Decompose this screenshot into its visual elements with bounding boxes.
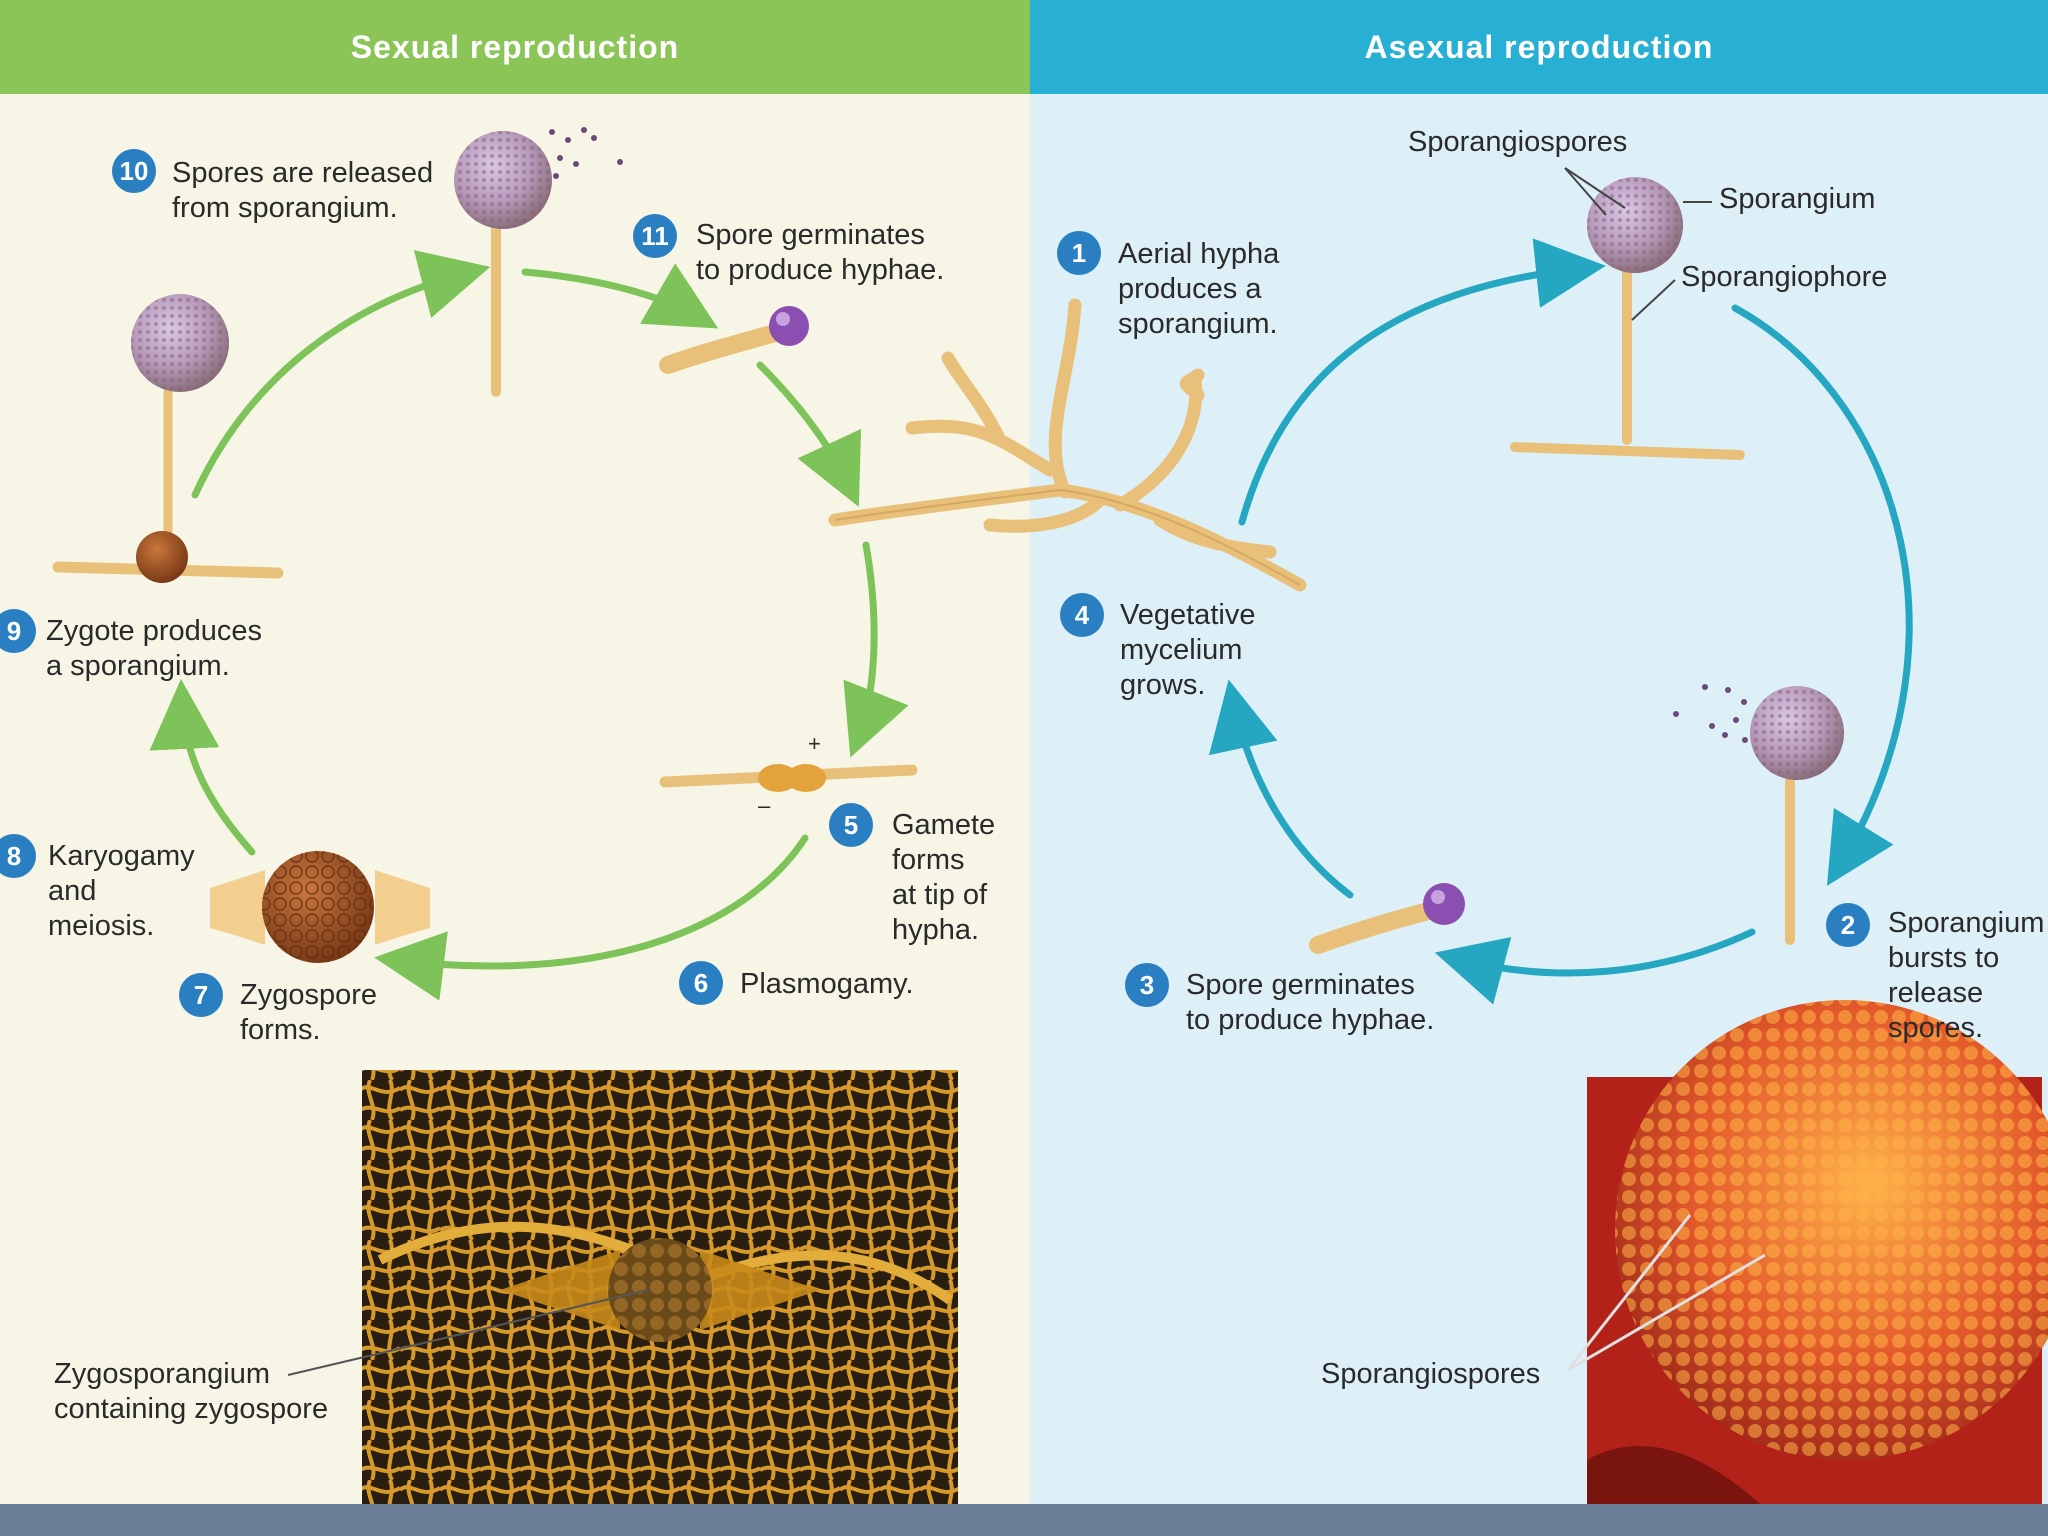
- bursting-sporangium-figure: [1673, 684, 1844, 945]
- zygosporangium-pointer: [287, 1289, 649, 1376]
- bottom-bar: [0, 1504, 2048, 1536]
- sporangiospores-pointer-b: [1567, 1253, 1766, 1372]
- sporangium-label: Sporangium: [1719, 183, 1876, 215]
- step-5-label: Gamete forms at tip of hypha.: [892, 809, 996, 946]
- step-10-label: Spores are released from sporangium.: [172, 157, 434, 224]
- minus-mating-type-label: –: [758, 793, 771, 818]
- step-7-label: Zygospore forms.: [240, 979, 378, 1046]
- sexual-reproduction-header: Sexual reproduction: [350, 29, 680, 65]
- step-3-badge: 3: [1125, 963, 1169, 1007]
- step-8-badge: 8: [0, 834, 36, 878]
- zygosporangium-label: Zygosporangium containing zygospore: [54, 1358, 329, 1425]
- step-6-badge: 6: [679, 961, 723, 1005]
- sporangium-releasing-spores-figure: [454, 127, 623, 397]
- step-3-label: Spore germinates to produce hyphae.: [1186, 969, 1435, 1036]
- gametangia-figure: [659, 764, 918, 792]
- step-1-badge: 1: [1057, 231, 1101, 275]
- step-10-badge: 10: [112, 149, 156, 193]
- sexual-header-bar: [0, 0, 1030, 94]
- germinating-spore-sexual: [659, 306, 809, 374]
- step-11-label: Spore germinates to produce hyphae.: [696, 219, 945, 286]
- zygosporangium-micrograph: [362, 1070, 958, 1504]
- plus-mating-type-label: +: [808, 731, 821, 756]
- sporangium-micrograph: [1587, 1000, 2048, 1504]
- step-8-label: Karyogamy and meiosis.: [48, 840, 195, 942]
- sexual-cycle-arrows: [149, 250, 909, 1001]
- step-9-badge: 9: [0, 609, 36, 653]
- asexual-reproduction-header: Asexual reproduction: [1364, 29, 1714, 65]
- step-2-badge: 2: [1826, 903, 1870, 947]
- asexual-header-bar: [1030, 0, 2048, 94]
- step-1-label: Aerial hypha produces a sporangium.: [1118, 238, 1280, 340]
- sporangiospores-photo-label: Sporangiospores: [1321, 1358, 1541, 1390]
- zygospore-figure: [210, 851, 430, 963]
- asexual-cycle-arrows: [1208, 238, 1913, 1005]
- germinating-spore-asexual: [1309, 883, 1465, 954]
- sporangiospores-pointer-a: [1566, 1214, 1692, 1371]
- step-4-badge: 4: [1060, 593, 1104, 637]
- sporangiophore-label: Sporangiophore: [1681, 261, 1888, 293]
- step-2-label: Sporangium bursts to release spores.: [1888, 907, 2045, 1044]
- step-7-badge: 7: [179, 973, 223, 1017]
- step-6-label: Plasmogamy.: [740, 968, 914, 1000]
- zygote-sporangium-figure: [52, 294, 284, 583]
- step-11-badge: 11: [633, 214, 677, 258]
- step-5-badge: 5: [829, 803, 873, 847]
- step-4-label: Vegetative mycelium grows.: [1120, 599, 1256, 701]
- step-9-label: Zygote produces a sporangium.: [46, 615, 263, 682]
- asexual-sporangium-figure: [1510, 167, 1745, 460]
- sporangiospores-label-top: Sporangiospores: [1408, 126, 1628, 158]
